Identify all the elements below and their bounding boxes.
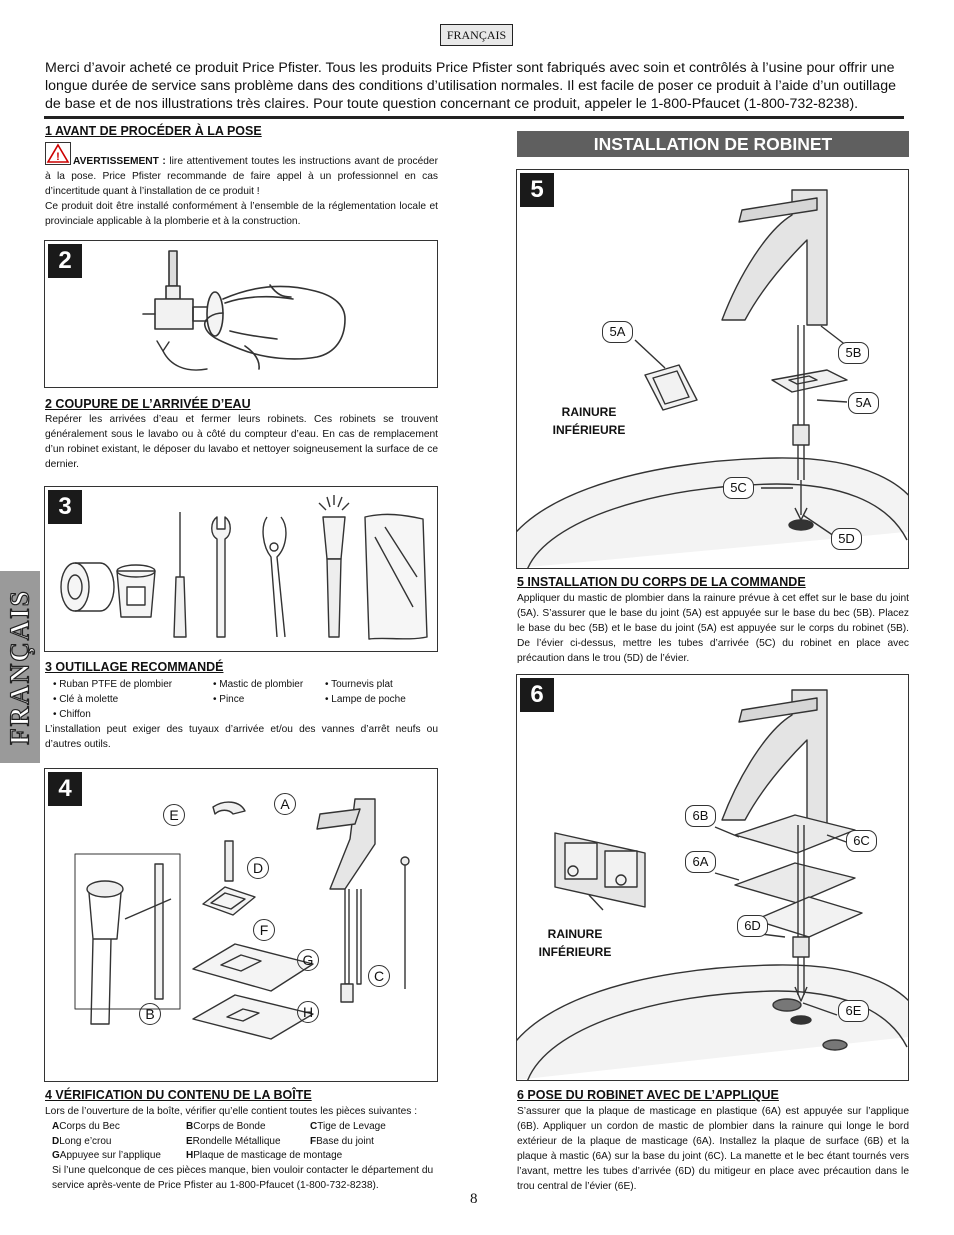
section-2-title: 2 COUPURE DE L’ARRIVÉE D’EAU	[45, 397, 251, 411]
tool-rag: • Chiffon	[53, 709, 91, 720]
part-label-b: B	[139, 1003, 161, 1025]
faucet-escutcheon-drawing	[517, 689, 908, 1080]
warning-text: lire attentivement toutes les instructio…	[45, 156, 438, 197]
side-tab-label: FRANÇAIS	[4, 589, 35, 746]
callout-6c: 6C	[846, 830, 877, 852]
callout-5c: 5C	[723, 477, 754, 499]
panel-6-escutcheon-illustration: 6 6B 6C 6A	[516, 674, 909, 1081]
parts-drawing	[74, 798, 410, 1040]
part-g: G Appuyee sur l’applique	[52, 1150, 161, 1162]
callout-5b: 5B	[838, 342, 869, 364]
part-label-c: C	[368, 965, 390, 987]
callout-6b: 6B	[685, 805, 716, 827]
svg-text:!: !	[56, 151, 60, 163]
warning-icon: !	[45, 142, 71, 165]
tool-screwdriver: • Tournevis plat	[325, 679, 393, 690]
section-4-title: 4 VÉRIFICATION DU CONTENU DE LA BOÎTE	[45, 1088, 312, 1102]
part-label-h: H	[297, 1001, 319, 1023]
section-1-title: 1 AVANT DE PROCÉDER À LA POSE	[45, 124, 262, 138]
callout-5d: 5D	[831, 528, 862, 550]
faucet-body-drawing	[517, 189, 908, 568]
part-d: D Long e’crou	[52, 1135, 112, 1147]
side-language-tab: FRANÇAIS	[0, 571, 40, 763]
language-tab: FRANÇAIS	[440, 24, 513, 46]
panel-3-number: 3	[48, 490, 82, 524]
tool-flashlight: • Lampe de poche	[325, 694, 406, 705]
section-3-note: L’installation peut exiger des tuyaux d’…	[45, 724, 438, 750]
section-6-text: S’assurer que la plaque de masticage en …	[517, 1106, 909, 1192]
section-1-text: AVERTISSEMENT : lire attentivement toute…	[45, 154, 438, 229]
panel-4-number: 4	[48, 772, 82, 806]
section-4-contact: Si l’une quelconque de ces pièces manque…	[52, 1165, 434, 1191]
part-label-d: D	[247, 857, 269, 879]
tools-list: • Ruban PTFE de plombier • Mastic de plom…	[45, 677, 445, 722]
parts-list: A Corps du Bec B Corps de Bonde C Tige d…	[52, 1120, 442, 1164]
callout-5a-right: 5A	[848, 392, 879, 414]
part-e: E Rondelle Métallique	[186, 1135, 281, 1147]
part-label-g: G	[297, 949, 319, 971]
part-h: H Plaque de masticage de montage	[186, 1150, 343, 1162]
tool-ptfe-tape: • Ruban PTFE de plombier	[53, 679, 173, 690]
warning-label: AVERTISSEMENT :	[73, 156, 166, 167]
part-label-a: A	[274, 793, 296, 815]
callout-6a: 6A	[685, 851, 716, 873]
callout-5a-top: 5A	[602, 321, 633, 343]
shutoff-valve-hand-drawing	[142, 250, 346, 371]
panel-5-number: 5	[520, 173, 554, 207]
section-3-title: 3 OUTILLAGE RECOMMANDÉ	[45, 660, 224, 674]
intro-paragraph: Merci d’avoir acheté ce produit Price Pf…	[45, 60, 896, 112]
part-label-e: E	[163, 804, 185, 826]
part-label-f: F	[253, 919, 275, 941]
panel-6-number: 6	[520, 678, 554, 712]
regulation-text: Ce produit doit être installé conforméme…	[45, 201, 438, 227]
panel-2-number: 2	[48, 244, 82, 278]
panel-4-parts-illustration: 4 A E D F G C B H	[44, 768, 438, 1082]
header-divider	[44, 116, 904, 119]
section-5-title: 5 INSTALLATION DU CORPS DE LA COMMANDE	[517, 575, 806, 589]
part-b: B Corps de Bonde	[186, 1121, 266, 1132]
tool-putty: • Mastic de plombier	[213, 679, 304, 690]
installation-header: INSTALLATION DE ROBINET	[517, 131, 909, 157]
part-c: C Tige de Levage	[310, 1121, 386, 1132]
section-5-text: Appliquer du mastic de plombier dans la …	[517, 593, 909, 664]
callout-6e: 6E	[838, 1000, 869, 1022]
section-2-text: Repérer les arrivées d’eau et fermer leu…	[45, 414, 438, 470]
tool-pliers: • Pince	[213, 694, 245, 705]
section-6-title: 6 POSE DU ROBINET AVEC DE L’APPLIQUE	[517, 1088, 779, 1102]
tools-drawing	[60, 495, 428, 640]
callout-6d: 6D	[737, 915, 768, 937]
panel-2-shutoff-illustration: 2	[44, 240, 438, 388]
part-f: F Base du joint	[310, 1135, 374, 1147]
part-a: A Corps du Bec	[52, 1121, 120, 1132]
panel-3-tools-illustration: 3	[44, 486, 438, 652]
page-number: 8	[470, 1191, 478, 1207]
tool-wrench: • Clé à molette	[53, 694, 119, 705]
section-4-intro: Lors de l’ouverture de la boîte, vérifie…	[45, 1106, 418, 1117]
